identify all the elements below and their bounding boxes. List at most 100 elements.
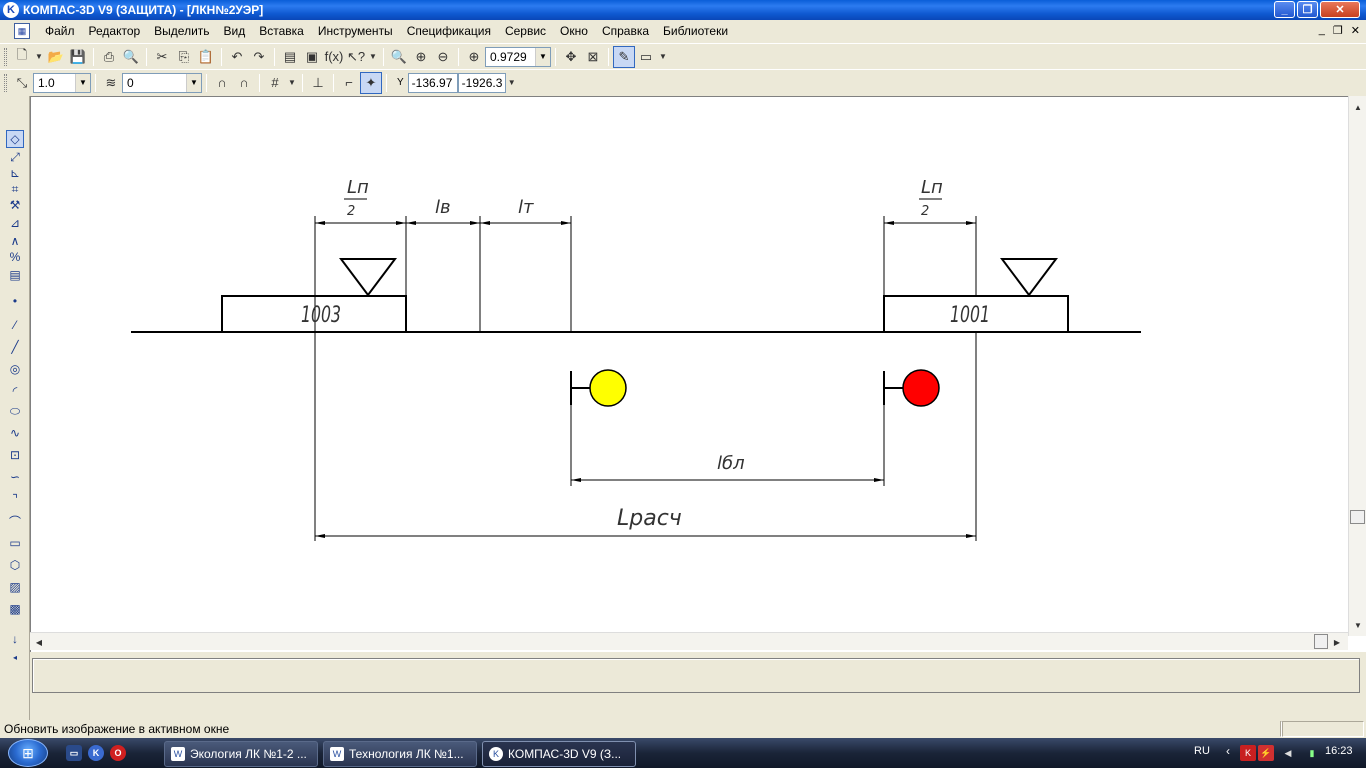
scroll-right-icon[interactable]: ▶ bbox=[1333, 637, 1341, 647]
zoom-out-icon[interactable]: ⊖ bbox=[437, 48, 449, 64]
designations-panel-icon[interactable]: ⊾ bbox=[9, 166, 21, 180]
toolbar-grip[interactable] bbox=[4, 73, 7, 92]
new-dropdown-icon[interactable]: ▼ bbox=[35, 52, 43, 61]
kompas-quicklaunch-icon[interactable]: K bbox=[88, 745, 104, 761]
kompas-app-icon[interactable]: K bbox=[3, 2, 19, 18]
doc-restore-button[interactable]: ❐ bbox=[1332, 25, 1343, 37]
polyline-tool-icon[interactable]: ⊡ bbox=[9, 448, 21, 462]
toolbar-grip[interactable] bbox=[4, 47, 7, 66]
dimensions-panel-icon[interactable]: ⤢ bbox=[10, 149, 20, 164]
ortho-icon[interactable]: ⌐ bbox=[345, 75, 353, 90]
polygon-tool-icon[interactable]: ⬡ bbox=[9, 558, 21, 572]
menu-tools[interactable]: Инструменты bbox=[317, 24, 393, 38]
vertical-scrollbar[interactable]: ▲ ▼ bbox=[1348, 96, 1366, 636]
grid-dropdown-icon[interactable]: ▼ bbox=[288, 78, 296, 87]
point-tool-icon[interactable]: • bbox=[12, 294, 18, 308]
step-icon[interactable]: ⤡ bbox=[16, 74, 28, 90]
layers-icon[interactable]: ≋ bbox=[105, 74, 117, 90]
document-icon[interactable]: ▦ bbox=[14, 23, 30, 39]
open-folder-icon[interactable]: 📂 bbox=[47, 48, 65, 64]
minimize-button[interactable]: _ bbox=[1274, 1, 1295, 18]
snap-magnet-icon[interactable]: ∩ bbox=[217, 75, 227, 90]
menu-insert[interactable]: Вставка bbox=[259, 24, 304, 38]
panel-scroll-down-icon[interactable]: ↓ bbox=[12, 632, 18, 646]
library-manager-icon[interactable]: ▣ bbox=[305, 48, 319, 64]
save-icon[interactable]: 💾 bbox=[69, 48, 87, 64]
drawing-canvas[interactable]: 1003 1001 Lп 2 lв lт Lп 2 lбл Lрасч bbox=[30, 96, 1366, 652]
undo-icon[interactable]: ↶ bbox=[231, 48, 243, 64]
editing-panel-icon[interactable]: ⌗ bbox=[11, 181, 19, 196]
variables-icon[interactable]: f(x) bbox=[324, 49, 344, 64]
snap-toggle-icon[interactable]: ✦ bbox=[360, 71, 382, 94]
display-dropdown-icon[interactable]: ▼ bbox=[659, 52, 667, 61]
chevron-down-icon[interactable]: ▼ bbox=[75, 73, 90, 92]
redo-icon[interactable]: ↷ bbox=[253, 48, 265, 64]
panel-collapse-icon[interactable]: ◂ bbox=[12, 652, 17, 662]
show-desktop-icon[interactable]: ▭ bbox=[66, 745, 82, 761]
menu-help[interactable]: Справка bbox=[601, 24, 650, 38]
line-scale-combo[interactable]: 1.0 ▼ bbox=[33, 72, 91, 93]
scroll-left-icon[interactable]: ◀ bbox=[35, 637, 43, 647]
geometry-panel-icon[interactable]: ◇ bbox=[6, 130, 24, 148]
doc-close-button[interactable]: ✕ bbox=[1350, 25, 1360, 37]
help-pointer-icon[interactable]: ↖? bbox=[346, 48, 366, 64]
horizontal-scrollbar[interactable]: ◀ ▶ bbox=[30, 632, 1348, 650]
parametrization-panel-icon[interactable]: ⚒ bbox=[9, 198, 21, 212]
flash-tray-icon[interactable]: ⚡ bbox=[1258, 745, 1274, 761]
auxiliary-line-icon[interactable]: ⁄ bbox=[13, 318, 16, 332]
bezier-tool-icon[interactable]: ∽ bbox=[9, 470, 21, 484]
kompas-protection-tray-icon[interactable]: K bbox=[1240, 745, 1256, 761]
copy-icon[interactable]: ⎘ bbox=[178, 48, 190, 64]
specification-panel-icon[interactable]: ▤ bbox=[9, 268, 21, 282]
start-button[interactable]: ⊞ bbox=[8, 739, 48, 767]
segment-tool-icon[interactable]: ╱ bbox=[11, 340, 19, 354]
coord-dropdown-icon[interactable]: ▼ bbox=[507, 78, 516, 87]
measure-panel-icon[interactable]: ⊿ bbox=[9, 216, 21, 230]
coord-x-field[interactable]: -136.97 bbox=[407, 72, 458, 93]
menu-select[interactable]: Выделить bbox=[154, 24, 210, 38]
cut-icon[interactable]: ✂ bbox=[156, 48, 168, 64]
spline-tool-icon[interactable]: ∿ bbox=[9, 426, 21, 440]
association-panel-icon[interactable]: % bbox=[9, 250, 21, 264]
layer-combo[interactable]: 0 ▼ bbox=[122, 72, 202, 93]
menu-file[interactable]: Файл bbox=[45, 24, 75, 38]
new-document-icon[interactable]: 🗋 bbox=[16, 46, 28, 62]
menu-service[interactable]: Сервис bbox=[504, 24, 547, 38]
print-icon[interactable]: ⎙ bbox=[103, 48, 115, 64]
local-cs-icon[interactable]: ⊥ bbox=[312, 74, 324, 90]
selection-panel-icon[interactable]: ∧ bbox=[10, 234, 20, 248]
horizontal-scroll-thumb[interactable] bbox=[1314, 634, 1328, 649]
language-indicator[interactable]: RU bbox=[1194, 745, 1210, 757]
taskbar-item-word-1[interactable]: W Экология ЛК №1-2 ... bbox=[164, 741, 318, 767]
zoom-combo[interactable]: 0.9729 ▼ bbox=[485, 46, 551, 67]
taskbar-item-word-2[interactable]: W Технология ЛК №1... bbox=[323, 741, 477, 767]
maximize-button[interactable]: ❐ bbox=[1297, 1, 1318, 18]
arc-tool-icon[interactable]: ◜ bbox=[12, 384, 18, 398]
rectangle-tool-icon[interactable]: ▭ bbox=[9, 536, 21, 550]
manager-icon[interactable]: ▤ bbox=[283, 48, 297, 64]
menu-libraries[interactable]: Библиотеки bbox=[663, 24, 729, 38]
paste-icon[interactable]: 📋 bbox=[197, 48, 215, 64]
scroll-up-icon[interactable]: ▲ bbox=[1354, 102, 1362, 112]
menu-specification[interactable]: Спецификация bbox=[406, 24, 491, 38]
grid-icon[interactable]: # bbox=[271, 75, 279, 90]
scroll-down-icon[interactable]: ▼ bbox=[1354, 620, 1362, 630]
tray-expand-icon[interactable]: ‹ bbox=[1226, 744, 1230, 758]
snap-magnet-2-icon[interactable]: ∩ bbox=[239, 75, 249, 90]
vertical-scroll-thumb[interactable] bbox=[1350, 510, 1365, 524]
circle-tool-icon[interactable]: ◎ bbox=[9, 362, 21, 376]
doc-minimize-button[interactable]: _ bbox=[1318, 24, 1325, 36]
print-preview-icon[interactable]: 🔍 bbox=[122, 48, 140, 64]
refresh-icon[interactable]: ✎ bbox=[613, 45, 635, 68]
fill-tool-icon[interactable]: ▩ bbox=[9, 602, 21, 616]
speaker-tray-icon[interactable]: ◀ bbox=[1284, 747, 1292, 758]
show-all-icon[interactable]: ⊠ bbox=[587, 48, 599, 64]
help-dropdown-icon[interactable]: ▼ bbox=[369, 52, 377, 61]
pan-icon[interactable]: ✥ bbox=[565, 48, 577, 64]
hatch-tool-icon[interactable]: ▨ bbox=[9, 580, 21, 594]
ellipse-tool-icon[interactable]: ⬭ bbox=[9, 403, 21, 418]
menu-window[interactable]: Окно bbox=[560, 24, 588, 38]
coord-y-field[interactable]: -1926.3 bbox=[457, 72, 506, 93]
zoom-icon[interactable]: 🔍 bbox=[390, 48, 408, 64]
opera-icon[interactable]: O bbox=[110, 745, 126, 761]
